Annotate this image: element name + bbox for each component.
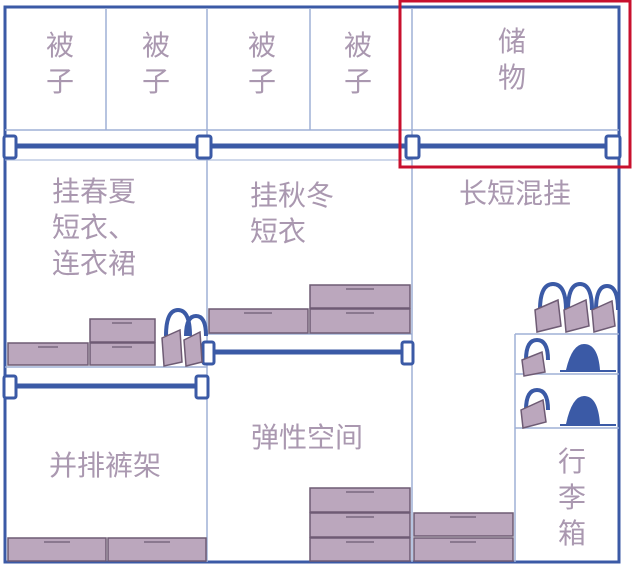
- storage-box-icon: [89, 318, 156, 343]
- hanging-rod-icon: [201, 340, 415, 366]
- storage-box-icon: [107, 537, 207, 562]
- label-pants-rack: 并排裤架: [48, 449, 161, 482]
- storage-box-icon: [208, 308, 309, 334]
- storage-box-icon: [309, 537, 411, 562]
- label-mixed-hanging: 长短混挂: [458, 177, 571, 210]
- handbag-icon: [534, 281, 568, 333]
- label-flexible-space: 弹性空间: [250, 421, 363, 454]
- storage-box-icon: [309, 487, 411, 513]
- storage-box-icon: [309, 308, 411, 334]
- storage-box-icon: [309, 284, 411, 309]
- label-quilt-2: 被 子: [141, 29, 170, 98]
- storage-box-icon: [413, 512, 514, 537]
- hanging-rod-icon: [404, 134, 622, 160]
- label-autumn-winter: 挂秋冬 短衣: [250, 179, 335, 248]
- wardrobe-frame: [3, 5, 621, 564]
- storage-box-icon: [309, 512, 411, 538]
- storage-box-icon: [7, 342, 89, 366]
- label-storage: 储 物: [497, 25, 526, 94]
- storage-box-icon: [7, 537, 107, 562]
- hanging-rod-icon: [2, 134, 213, 160]
- label-quilt-3: 被 子: [247, 29, 276, 98]
- label-luggage: 行 李 箱: [557, 445, 586, 550]
- label-quilt-4: 被 子: [343, 29, 372, 98]
- handbag-icon: [521, 337, 550, 377]
- label-quilt-1: 被 子: [45, 29, 74, 98]
- label-spring-summer: 挂春夏 短衣、 连衣裙: [52, 175, 137, 280]
- storage-box-icon: [413, 537, 514, 562]
- handbag-icon: [520, 387, 550, 429]
- handbag-icon: [563, 281, 594, 333]
- handbag-icon: [183, 313, 208, 367]
- shoe-icon: [560, 344, 616, 372]
- handbag-icon: [591, 283, 620, 333]
- storage-highlight-box: [398, 0, 632, 169]
- hanging-rod-icon: [2, 374, 210, 400]
- shoe-icon: [560, 396, 616, 426]
- storage-box-icon: [89, 342, 156, 366]
